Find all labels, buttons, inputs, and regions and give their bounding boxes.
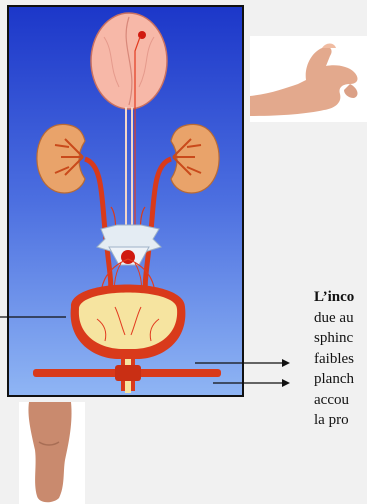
urinary-system-illustration — [9, 7, 242, 395]
caption-title: L’inco — [314, 287, 367, 308]
caption-line: accou — [314, 390, 367, 411]
baby-hand-image — [250, 36, 367, 122]
right-kidney — [171, 124, 219, 193]
caption-line: sphinc — [314, 328, 367, 349]
sphincter — [115, 365, 141, 381]
caption-line: faibles — [314, 349, 367, 370]
caption-line: la pro — [314, 410, 367, 431]
brain — [91, 13, 167, 109]
left-kidney — [37, 124, 85, 193]
baby-leg-image — [19, 402, 85, 504]
bladder — [71, 285, 186, 360]
incontinence-caption: L’inco due au sphinc faibles planch acco… — [314, 287, 367, 431]
caption-line: planch — [314, 369, 367, 390]
urinary-system-diagram — [7, 5, 244, 397]
caption-line: due au — [314, 308, 367, 329]
